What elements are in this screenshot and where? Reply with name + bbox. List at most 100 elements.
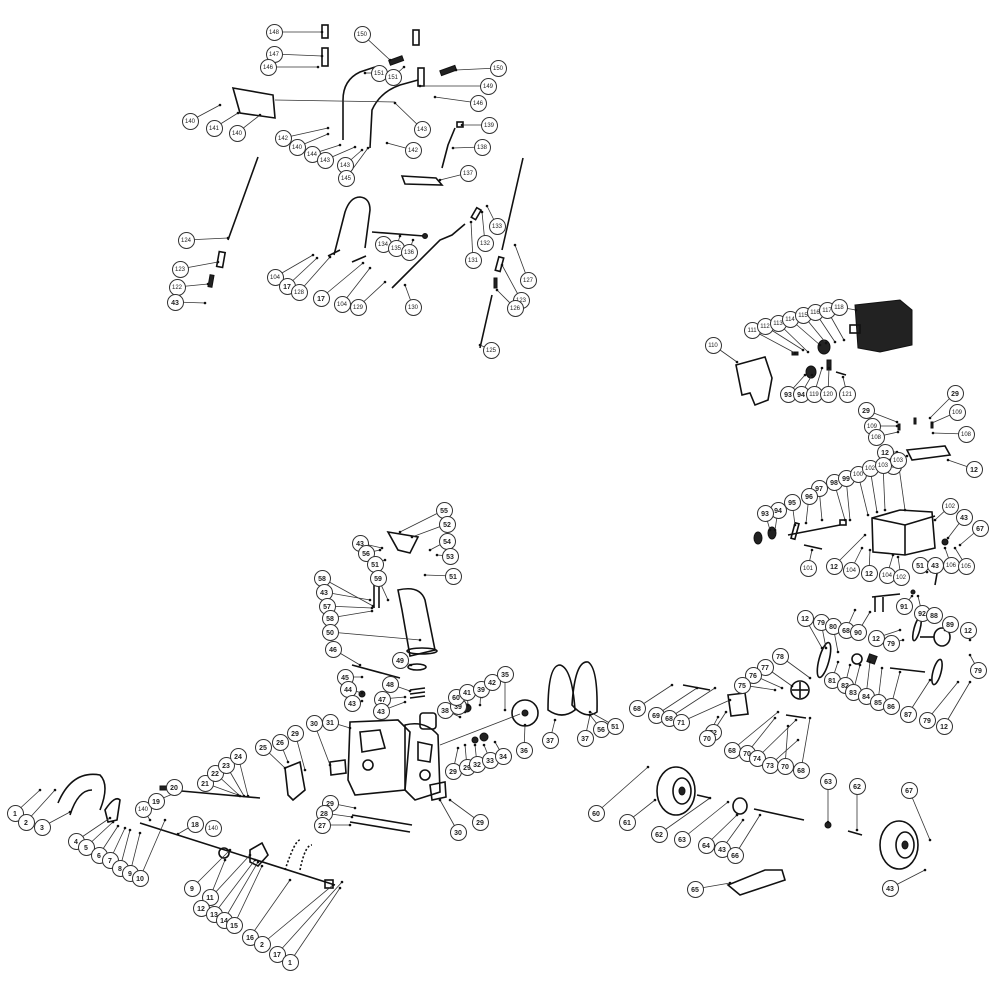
fastener-29 [895,420,899,424]
callout-62: 62 [650,825,668,843]
callout-34: 34 [494,747,512,765]
callout-2: 2 [17,813,35,831]
pulley-93 [805,365,817,379]
callout-121: 121 [838,385,856,403]
leader-line-14 [223,861,259,921]
sprocket-82 [851,653,863,665]
callout-85: 85 [869,693,887,711]
fastener-133 [485,204,489,208]
fastener-33 [482,743,486,747]
fastener-59 [386,598,390,602]
axle-66 [753,808,805,821]
fastener-151 [402,65,406,69]
callout-138: 138 [473,138,491,156]
callout-54: 54 [438,532,456,550]
callout-11: 11 [201,888,219,906]
gear-84 [866,653,878,665]
fastener-125 [478,343,482,347]
fastener-17 [340,880,344,884]
fastener-51 [588,710,592,714]
callout-88: 88 [925,606,943,624]
skid-plate-65 [726,869,786,896]
fastener-47 [403,695,407,699]
callout-101: 101 [799,559,817,577]
fastener-13 [253,858,257,862]
callout-75: 75 [733,676,751,694]
fastener-22 [238,794,242,798]
callout-139: 139 [480,116,498,134]
gear-33 [479,732,489,742]
callout-110: 110 [704,336,722,354]
auger-shaft-9 [139,822,336,886]
callout-149: 149 [479,77,497,95]
callout-86: 86 [882,697,900,715]
wheel-pulley-77 [790,680,810,700]
fastener-64 [735,813,739,817]
fastener-115 [824,341,828,345]
callout-132: 132 [476,234,494,252]
callout-29: 29 [857,401,875,419]
bolt-center [913,417,917,425]
callout-140: 140 [181,112,199,130]
callout-37: 37 [576,729,594,747]
callout-10: 10 [131,869,149,887]
fastener-31 [348,726,352,730]
fastener-121 [841,375,845,379]
callout-43: 43 [372,702,390,720]
wheel-left-61 [656,766,696,816]
fastener-3 [68,810,72,814]
callout-127: 127 [519,271,537,289]
leader-line-63 [681,801,729,840]
callout-27: 27 [313,816,331,834]
callout-62: 62 [848,777,866,795]
fastener-122 [206,282,210,286]
fastener-67 [928,838,932,842]
fastener-46 [358,663,362,667]
fastener-58 [370,609,374,613]
fastener-103 [883,508,887,512]
callout-95: 95 [783,493,801,511]
fastener-63 [826,820,830,824]
fastener-140 [148,818,152,822]
fastener-43 [923,868,927,872]
fastener-140 [326,132,330,136]
fastener-114 [818,343,822,347]
callout-93: 93 [779,385,797,403]
fastener-137 [438,178,442,182]
auger-blade-16 [284,839,313,871]
fastener-116 [833,340,837,344]
fastener-38 [458,715,462,719]
leader-line-13 [213,859,256,915]
skid-shoe-30-left [329,759,347,776]
engine-118 [854,299,913,353]
fastener-54 [428,548,432,552]
leader-line-15 [233,865,263,926]
fastener-1 [338,886,342,890]
callout-19: 19 [147,792,165,810]
axle-stub-62 [696,794,711,799]
callout-140: 140 [288,138,306,156]
lever-74 [785,714,807,719]
callout-131: 131 [464,251,482,269]
fastener-28 [350,815,354,819]
engine-plate-107 [905,445,952,461]
fastener-140 [258,113,262,117]
fastener-123 [500,263,504,267]
fastener-25 [283,766,287,770]
auger-blade-3 [57,773,106,811]
fastener-86 [898,670,902,674]
callout-123: 123 [171,260,189,278]
lever-138 [441,127,456,169]
fastener-90 [868,610,872,614]
fastener-138 [451,146,455,150]
fastener-95 [793,523,797,527]
callout-150: 150 [489,59,507,77]
auger-housing-31-left [347,719,411,796]
handle-assembly-parts [207,24,524,349]
bolt-108-left [897,423,901,431]
spring-121 [835,371,847,376]
fastener-34 [493,740,497,744]
callout-30: 30 [449,823,467,841]
spring-48 [409,687,426,699]
fastener-68 [713,686,717,690]
